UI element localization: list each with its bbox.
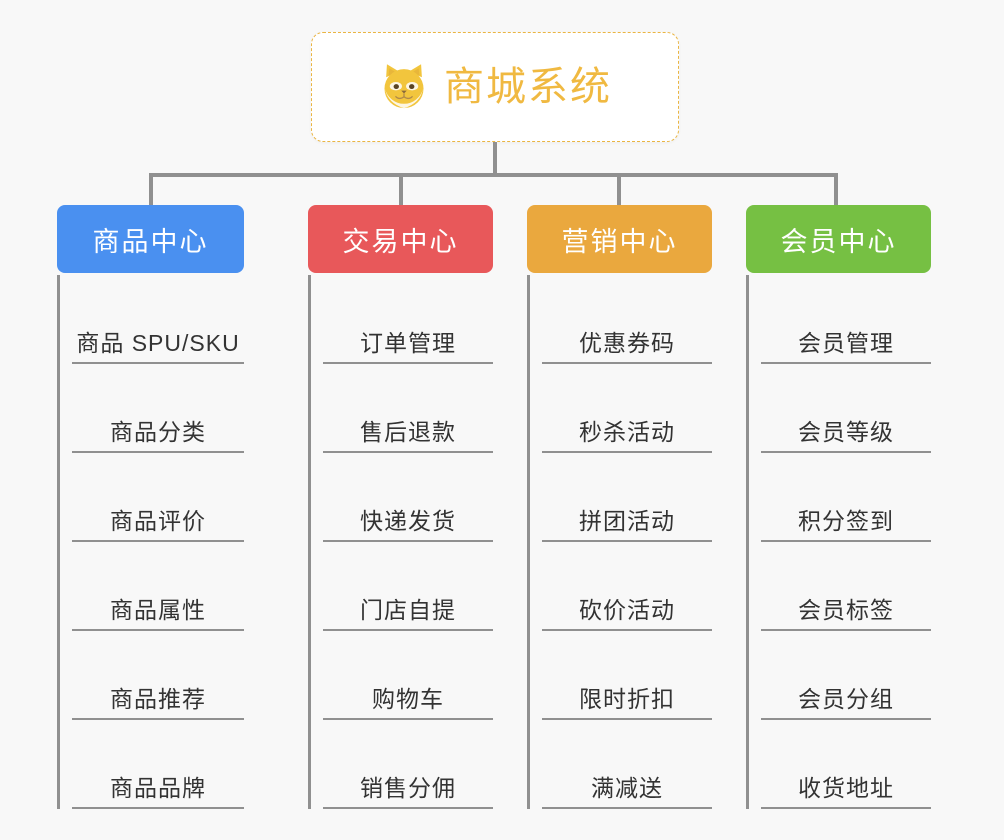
list-item[interactable]: 商品分类 — [72, 364, 244, 453]
list-item[interactable]: 会员等级 — [761, 364, 931, 453]
leaf-label: 售后退款 — [360, 418, 456, 445]
branch-product-center: 商品 SPU/SKU 商品分类 商品评价 商品属性 商品推荐 商品品牌 — [57, 275, 244, 809]
branch-trade-center: 订单管理 售后退款 快递发货 门店自提 购物车 销售分佣 — [308, 275, 493, 809]
list-item[interactable]: 销售分佣 — [323, 720, 493, 809]
connector-root-stem — [493, 142, 497, 175]
list-item[interactable]: 会员管理 — [761, 275, 931, 364]
leaf-label: 订单管理 — [360, 329, 456, 356]
leaf-label: 会员管理 — [798, 329, 894, 356]
connector-drop-3 — [617, 173, 621, 207]
list-item[interactable]: 砍价活动 — [542, 542, 712, 631]
leaf-label: 快递发货 — [360, 507, 456, 534]
leaf-label: 秒杀活动 — [579, 418, 675, 445]
root-title: 商城系统 — [444, 65, 612, 109]
list-item[interactable]: 积分签到 — [761, 453, 931, 542]
list-item[interactable]: 订单管理 — [323, 275, 493, 364]
connector-drop-4 — [834, 173, 838, 207]
list-item[interactable]: 会员分组 — [761, 631, 931, 720]
leaf-label: 砍价活动 — [579, 596, 675, 623]
list-item[interactable]: 门店自提 — [323, 542, 493, 631]
list-item[interactable]: 商品 SPU/SKU — [72, 275, 244, 364]
leaf-label: 商品分类 — [110, 418, 206, 445]
column-trade-center: 交易中心 订单管理 售后退款 快递发货 门店自提 购物车 销售分佣 — [308, 205, 493, 809]
category-header-trade-center[interactable]: 交易中心 — [308, 205, 493, 273]
leaf-label: 门店自提 — [360, 596, 456, 623]
leaf-label: 商品评价 — [110, 507, 206, 534]
leaf-label: 商品属性 — [110, 596, 206, 623]
list-item[interactable]: 限时折扣 — [542, 631, 712, 720]
list-item[interactable]: 购物车 — [323, 631, 493, 720]
leaf-label: 商品 SPU/SKU — [76, 329, 240, 356]
shiba-dog-face-icon — [378, 61, 430, 113]
list-item[interactable]: 商品属性 — [72, 542, 244, 631]
category-header-member-center[interactable]: 会员中心 — [746, 205, 931, 273]
leaf-label: 会员分组 — [798, 685, 894, 712]
list-item[interactable]: 商品评价 — [72, 453, 244, 542]
list-item[interactable]: 优惠券码 — [542, 275, 712, 364]
leaf-label: 限时折扣 — [579, 685, 675, 712]
list-item[interactable]: 商品品牌 — [72, 720, 244, 809]
leaf-label: 商品品牌 — [110, 774, 206, 801]
branch-member-center: 会员管理 会员等级 积分签到 会员标签 会员分组 收货地址 — [746, 275, 931, 809]
list-item[interactable]: 售后退款 — [323, 364, 493, 453]
leaf-label: 拼团活动 — [579, 507, 675, 534]
connector-horizontal-bus — [149, 173, 838, 177]
list-item[interactable]: 商品推荐 — [72, 631, 244, 720]
leaf-label: 销售分佣 — [360, 774, 456, 801]
list-item[interactable]: 会员标签 — [761, 542, 931, 631]
list-item[interactable]: 收货地址 — [761, 720, 931, 809]
leaf-label: 收货地址 — [798, 774, 894, 801]
leaf-label: 优惠券码 — [579, 329, 675, 356]
branch-marketing-center: 优惠券码 秒杀活动 拼团活动 砍价活动 限时折扣 满减送 — [527, 275, 712, 809]
list-item[interactable]: 拼团活动 — [542, 453, 712, 542]
leaf-label: 会员标签 — [798, 596, 894, 623]
column-member-center: 会员中心 会员管理 会员等级 积分签到 会员标签 会员分组 收货地址 — [746, 205, 931, 809]
list-item[interactable]: 满减送 — [542, 720, 712, 809]
leaf-label: 商品推荐 — [110, 685, 206, 712]
category-header-marketing-center[interactable]: 营销中心 — [527, 205, 712, 273]
column-marketing-center: 营销中心 优惠券码 秒杀活动 拼团活动 砍价活动 限时折扣 满减送 — [527, 205, 712, 809]
column-product-center: 商品中心 商品 SPU/SKU 商品分类 商品评价 商品属性 商品推荐 商品品牌 — [57, 205, 244, 809]
list-item[interactable]: 秒杀活动 — [542, 364, 712, 453]
leaf-label: 积分签到 — [798, 507, 894, 534]
connector-drop-2 — [399, 173, 403, 207]
list-item[interactable]: 快递发货 — [323, 453, 493, 542]
leaf-label: 购物车 — [372, 685, 444, 712]
leaf-label: 满减送 — [591, 774, 663, 801]
root-node[interactable]: 商城系统 — [311, 32, 679, 142]
category-header-product-center[interactable]: 商品中心 — [57, 205, 244, 273]
leaf-label: 会员等级 — [798, 418, 894, 445]
connector-drop-1 — [149, 173, 153, 207]
